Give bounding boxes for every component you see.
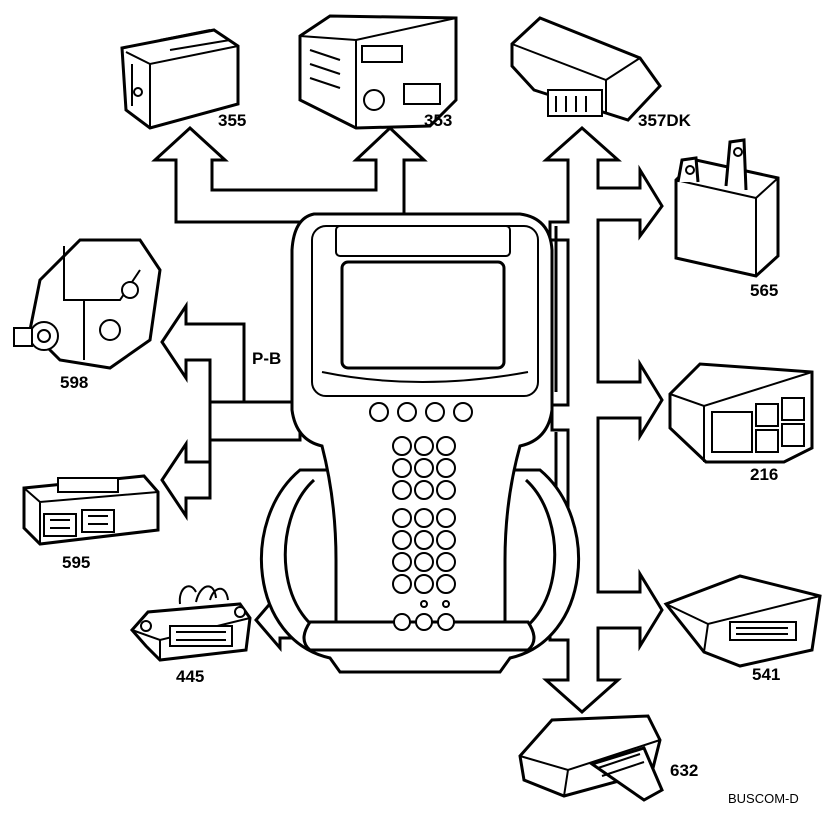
diagnostic-tester xyxy=(259,212,581,674)
label-598: 598 xyxy=(60,373,89,392)
module-541 xyxy=(663,574,822,668)
figure-code: BUSCOM-D xyxy=(728,791,799,806)
module-353 xyxy=(298,14,458,130)
module-632 xyxy=(518,714,664,802)
module-355 xyxy=(120,28,240,130)
label-632: 632 xyxy=(670,761,699,780)
label-541: 541 xyxy=(752,665,781,684)
tester-base xyxy=(302,620,536,652)
module-595 xyxy=(22,474,160,546)
label-353: 353 xyxy=(424,111,453,130)
tester-function-keys xyxy=(369,402,473,422)
label-216: 216 xyxy=(750,465,779,484)
arrow-to-598 xyxy=(160,301,246,404)
label-pb: P-B xyxy=(252,349,282,368)
label-355: 355 xyxy=(218,111,247,130)
module-565 xyxy=(674,138,780,278)
module-598 xyxy=(13,238,162,370)
tester-keypad xyxy=(392,436,456,631)
module-445 xyxy=(130,585,252,662)
arrow-trunk-right xyxy=(542,125,664,715)
label-565: 565 xyxy=(750,281,779,300)
arrow-to-598-595 xyxy=(160,400,302,521)
tester-display-top xyxy=(335,225,511,257)
label-445: 445 xyxy=(176,667,205,686)
tester-screen xyxy=(340,260,506,370)
label-357dk: 357DK xyxy=(638,111,691,130)
module-216 xyxy=(668,362,814,464)
module-357dk xyxy=(510,16,662,122)
label-595: 595 xyxy=(62,553,91,572)
